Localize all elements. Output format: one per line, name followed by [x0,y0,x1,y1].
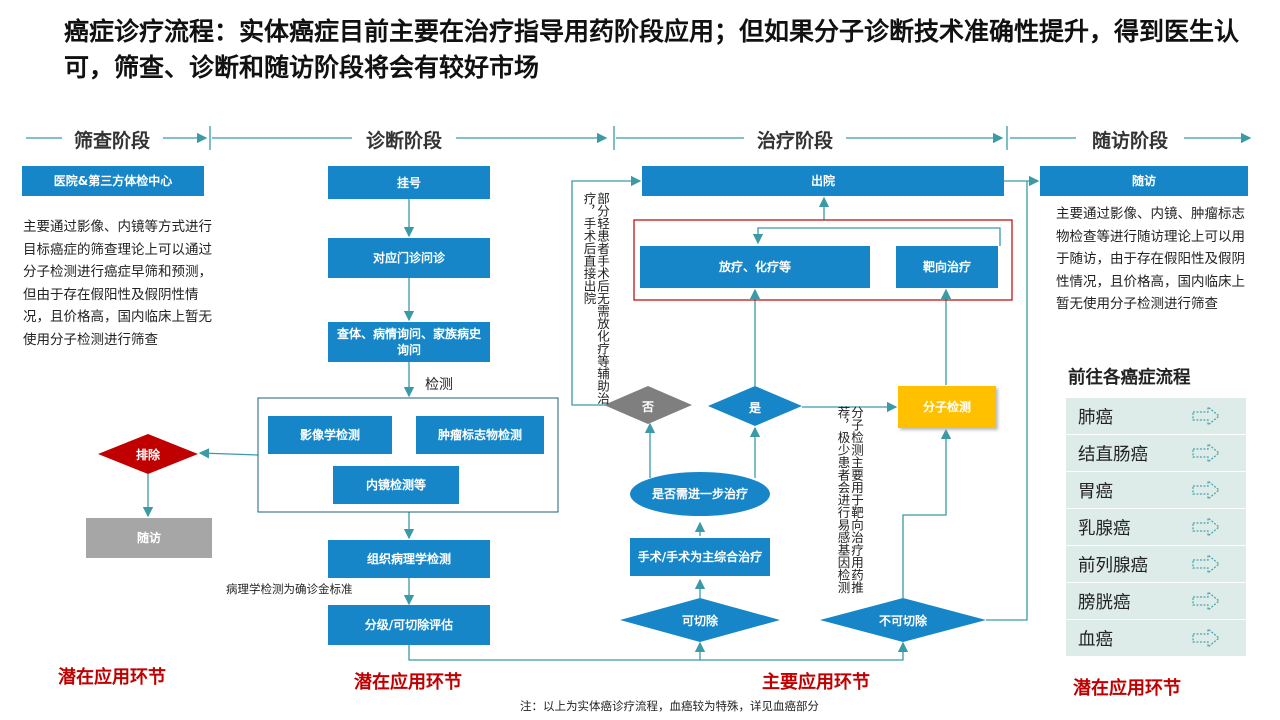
arrow-right-icon [1192,443,1220,463]
arrow-right-icon [1192,406,1220,426]
hospital-center-box: 医院&第三方体检中心 [22,166,204,196]
main-stage-treatment: 主要应用环节 [762,672,870,693]
exclude-diamond [98,434,198,474]
page-title: 癌症诊疗流程：实体癌症目前主要在治疗指导用药阶段应用；但如果分子诊断技术准确性提… [64,17,1240,82]
followup-note: 主要通过影像、内镜、肿瘤标志物检查等进行随访理论上可以用于随访，由于存在假阳性及… [1056,206,1245,312]
stage-treatment: 治疗阶段 [744,126,846,153]
potential-stage-screening: 潜在应用环节 [58,667,166,688]
grading-box: 分级/可切除评估 [328,605,490,645]
cancer-flow-item[interactable]: 前列腺癌 [1066,546,1246,582]
targeted-therapy-box: 靶向治疗 [896,246,998,288]
molecular-test-box: 分子检测 [898,386,996,428]
cancer-flow-label: 膀胱癌 [1078,592,1131,613]
cancer-flow-label: 前列腺癌 [1078,555,1148,576]
cancer-flow-item[interactable]: 肺癌 [1066,398,1246,434]
exclude-label: 排除 [135,447,160,462]
arrow-right-icon [1192,517,1220,537]
no-diamond [604,386,692,424]
potential-stage-diagnosis: 潜在应用环节 [354,672,462,693]
cancer-flow-label: 结直肠癌 [1078,444,1148,465]
exam-box: 查体、病情询问、家族病史询问 [328,322,490,362]
cancer-flow-label: 乳腺癌 [1078,518,1131,539]
imaging-box: 影像学检测 [268,416,392,454]
cancer-flow-label: 血癌 [1078,629,1113,650]
need-further-label: 是否需进一步治疗 [651,487,748,501]
pathology-box: 组织病理学检测 [328,540,490,578]
arrow-right-icon [1192,628,1220,648]
need-further-ellipse [630,472,770,516]
arrow-right-icon [1192,480,1220,500]
cancer-flow-item[interactable]: 胃癌 [1066,472,1246,508]
arrow-right-icon [1192,591,1220,611]
cancer-flow-item[interactable]: 乳腺癌 [1066,509,1246,545]
yes-label: 是 [748,400,761,415]
unresectable-diamond [820,598,986,642]
no-label: 否 [641,399,654,414]
discharge-box: 出院 [642,166,1004,196]
register-box: 挂号 [328,166,490,199]
arrow-right-icon [1192,554,1220,574]
tests-label: 检测 [425,377,453,393]
radio-chemo-box: 放疗、化疗等 [640,246,870,288]
right-treatment-note: 分子检测主要用于靶向治疗用药推荐，极少患者会进行易感基因检测 [835,406,865,594]
stage-screening: 筛查阶段 [62,126,162,153]
tumor-marker-box: 肿瘤标志物检测 [416,416,544,454]
resectable-label: 可切除 [681,613,718,628]
surgery-box: 手术/手术为主综合治疗 [630,538,770,576]
stage-followup: 随访阶段 [1076,126,1184,153]
potential-stage-followup: 潜在应用环节 [1073,678,1181,699]
followup-box: 随访 [1040,166,1248,196]
cancer-flow-item[interactable]: 结直肠癌 [1066,435,1246,471]
resectable-diamond [620,598,780,642]
endoscopy-box: 内镜检测等 [333,466,459,504]
cancer-flows-heading: 前往各癌症流程 [1068,368,1191,388]
left-treatment-note: 部分轻患者手术后无需放化疗等辅助治疗，手术后直接出院 [581,192,611,405]
consult-box: 对应门诊问诊 [328,238,490,278]
unresectable-label: 不可切除 [878,613,927,628]
cancer-flow-label: 胃癌 [1078,481,1113,502]
screening-followup-box: 随访 [86,518,212,558]
pathology-note: 病理学检测为确诊金标准 [226,582,353,596]
cancer-flow-item[interactable]: 膀胱癌 [1066,583,1246,619]
screening-note: 主要通过影像、内镜等方式进行目标癌症的筛查理论上可以通过分子检测进行癌症早筛和预… [23,219,212,348]
yes-diamond [708,386,802,426]
footnote: 注：以上为实体癌诊疗流程，血癌较为特殊，详见血癌部分 [520,699,819,713]
stage-diagnosis: 诊断阶段 [352,126,456,153]
cancer-flow-item[interactable]: 血癌 [1066,620,1246,656]
cancer-flow-label: 肺癌 [1078,407,1113,428]
